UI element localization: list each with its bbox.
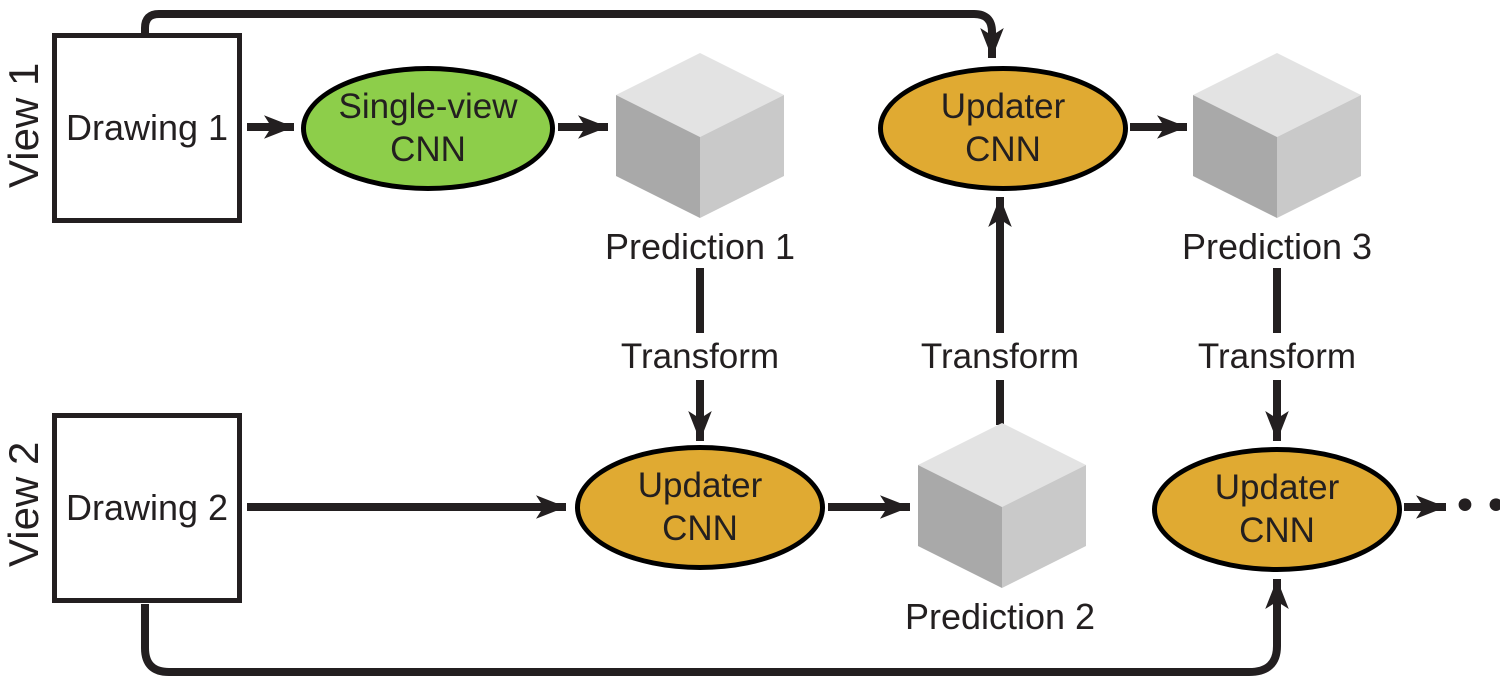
prediction3-cube-icon [1193, 53, 1361, 218]
updater-cnn-right-label-line2: CNN [1239, 510, 1315, 550]
prediction2-label: Prediction 2 [904, 596, 1096, 637]
transform2-label: Transform [920, 337, 1080, 376]
arrow-drawing2-feedback-bottom [141, 579, 1289, 676]
view2-label: View 2 [0, 441, 47, 567]
updater-cnn-mid-node: Updater CNN [575, 445, 825, 570]
cube-left-face [1193, 95, 1277, 218]
single-view-cnn-label-line2: CNN [390, 129, 466, 169]
drawing1-label: Drawing 1 [65, 107, 229, 148]
updater-cnn-mid-label-line2: CNN [662, 508, 738, 548]
drawing2-label: Drawing 2 [65, 487, 229, 528]
updater-cnn-top-node: Updater CNN [878, 66, 1128, 191]
cube-right-face [1002, 465, 1086, 588]
single-view-cnn-label-line1: Single-view [338, 86, 518, 126]
cube-right-face [1277, 95, 1361, 218]
updater-cnn-top-label-line2: CNN [965, 129, 1041, 169]
prediction1-label: Prediction 1 [604, 226, 796, 267]
prediction2-cube-icon [918, 423, 1086, 588]
transform3-label: Transform [1197, 337, 1357, 376]
updater-cnn-right-label-line1: Updater [1214, 467, 1340, 507]
prediction3-label: Prediction 3 [1181, 226, 1373, 267]
drawing2-box: Drawing 2 [52, 413, 242, 603]
continuation-ellipsis: ••• [1452, 481, 1500, 532]
updater-cnn-top-label-line1: Updater [940, 86, 1066, 126]
cube-right-face [700, 95, 784, 218]
cube-left-face [616, 95, 700, 218]
prediction1-cube-icon [616, 53, 784, 218]
drawing1-box: Drawing 1 [52, 33, 242, 223]
arrow-drawing1-feedback-top [141, 10, 1004, 58]
transform1-label: Transform [620, 337, 780, 376]
updater-cnn-mid-label-line1: Updater [637, 465, 763, 505]
cube-left-face [918, 465, 1002, 588]
updater-cnn-right-node: Updater CNN [1152, 447, 1402, 572]
single-view-cnn-node: Single-view CNN [301, 66, 555, 191]
view1-label: View 1 [0, 62, 47, 188]
